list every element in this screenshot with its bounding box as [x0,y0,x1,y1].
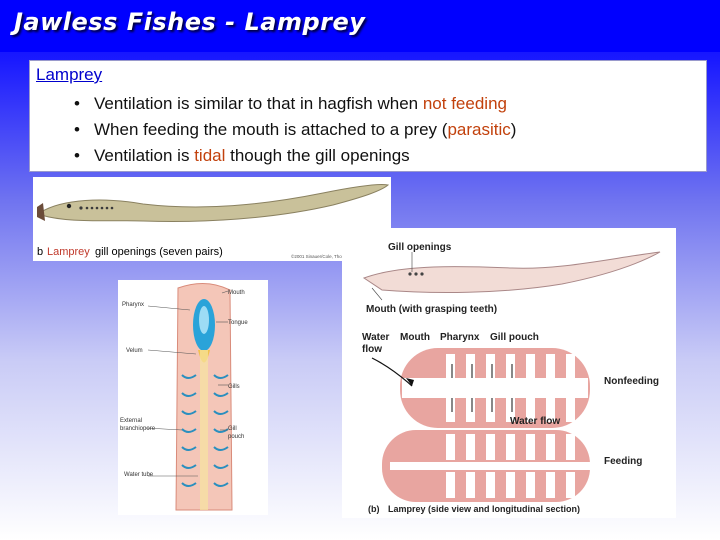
figure-c-caption: Lamprey (side view and longitudinal sect… [388,504,580,514]
bullet-highlight: parasitic [447,120,511,139]
bullet-item: • When feeding the mouth is attached to a… [74,117,516,143]
label-mouth-teeth: Mouth (with grasping teeth) [366,304,497,315]
title-bar [0,0,720,52]
pharynx-section-illustration: Mouth Pharynx Tongue Velum Gills Externa… [120,283,248,511]
label-water-tube: Water tube [124,472,154,478]
bullet-item: • Ventilation is similar to that in hagfi… [74,91,516,117]
bullet-highlight: not feeding [422,94,507,113]
section-heading: Lamprey [36,65,103,84]
figure-a-caption: gill openings (seven pairs) [95,246,223,258]
bullet-dot: • [74,120,80,139]
nonfeeding-section [371,348,590,428]
lamprey-photo-panel: b Lamprey gill openings (seven pairs) ©2… [33,177,391,261]
bullet-text: though the gill openings [225,146,410,165]
bullet-text: Ventilation is similar to that in hagfis… [94,94,423,113]
label-pharynx: Pharynx [122,302,144,308]
bullet-list: • Ventilation is similar to that in hagfi… [74,91,516,169]
bullet-text: ) [510,120,517,139]
figure-a-letter: b [37,246,43,258]
label-branchiopore: branchiopore [120,426,156,432]
label-water: Water [362,332,390,343]
lamprey-section-illustration: Gill openings Mouth (with grasping teeth… [362,242,661,514]
label-tongue: Tongue [228,320,248,326]
feeding-section [382,430,590,502]
figure-c-letter: (b) [368,504,380,514]
text-box: Lamprey • Ventilation is similar to that … [29,60,707,172]
lamprey-section-panel: Gill openings Mouth (with grasping teeth… [342,228,676,518]
lamprey-photo-illustration: b Lamprey gill openings (seven pairs) ©2… [37,184,390,259]
label-section-pharynx: Pharynx [440,332,480,343]
figure-a-name: Lamprey [47,246,90,258]
label-nonfeeding: Nonfeeding [604,376,659,387]
label-water-flow: Water flow [510,416,560,427]
label-velum: Velum [126,348,143,354]
label-external: External [120,418,142,424]
bullet-dot: • [74,146,80,165]
bullet-dot: • [74,94,80,113]
bullet-text: When feeding the mouth is attached to a … [94,120,448,139]
label-section-mouth: Mouth [400,332,430,343]
pharynx-section-panel: Mouth Pharynx Tongue Velum Gills Externa… [118,280,268,515]
label-mouth: Mouth [228,290,245,296]
figure-a-copyright: ©2001 Sinauer/Cole, Thomson [291,253,353,259]
label-gills: Gills [228,384,240,390]
label-feeding: Feeding [604,456,642,467]
bullet-item: • Ventilation is tidal though the gill op… [74,143,516,169]
bullet-text: Ventilation is [94,146,195,165]
label-gill-pouch: Gill pouch [490,332,539,343]
label-flow: flow [362,344,382,355]
bullet-highlight: tidal [194,146,226,165]
slide-title: Jawless Fishes - Lamprey [14,8,366,36]
label-gill: Gill [228,426,237,432]
label-gill-openings: Gill openings [388,242,452,253]
label-pouch: pouch [228,434,244,440]
